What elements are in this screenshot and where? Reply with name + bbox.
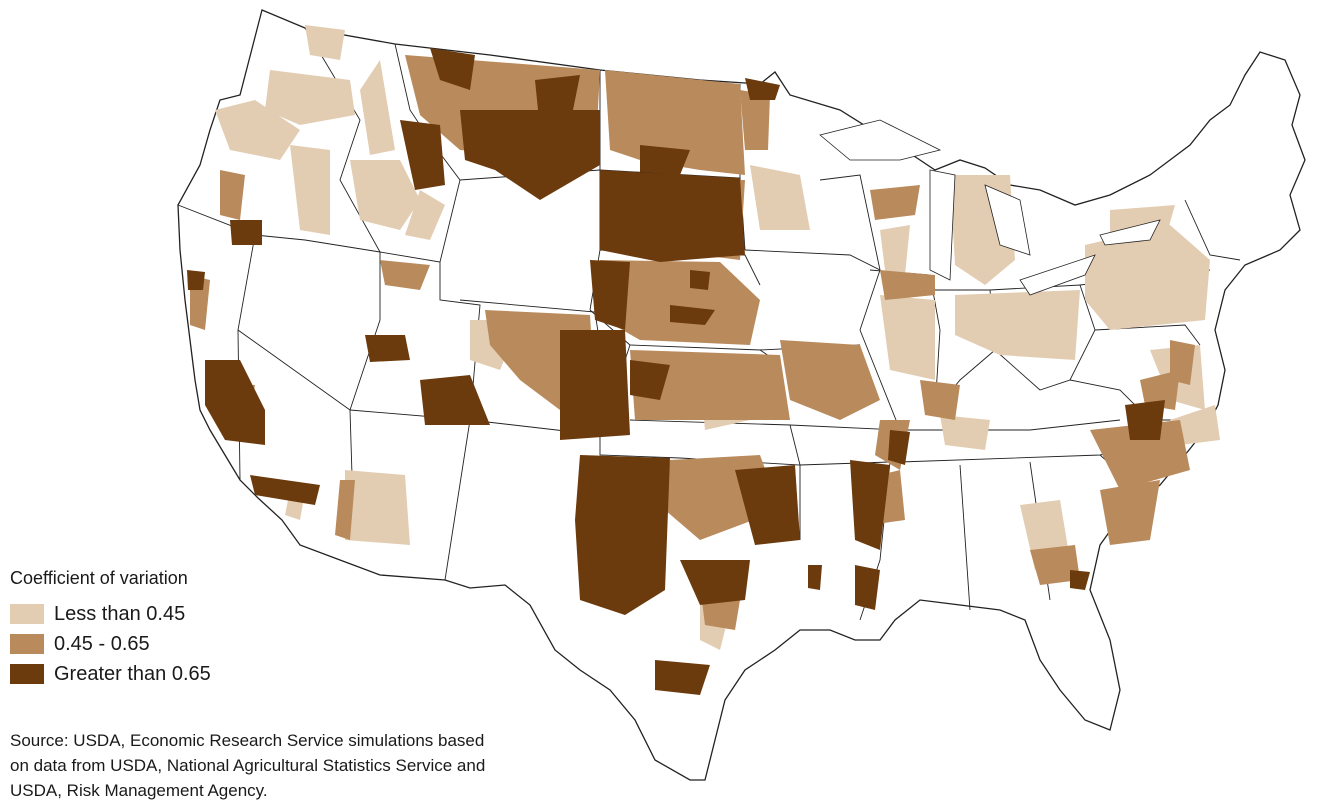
legend-label-high: Greater than 0.65 — [54, 662, 211, 685]
source-note: Source: USDA, Economic Research Service … — [10, 728, 630, 803]
legend-item-low: Less than 0.45 — [10, 599, 211, 629]
great-lakes — [819, 119, 1161, 296]
source-line-1: Source: USDA, Economic Research Service … — [10, 731, 485, 750]
legend-label-low: Less than 0.45 — [54, 602, 186, 625]
map-legend: Coefficient of variation Less than 0.45 … — [10, 568, 211, 689]
legend-swatch-mid — [10, 634, 44, 654]
legend-title: Coefficient of variation — [10, 568, 188, 588]
county-shading — [187, 25, 1220, 695]
legend-item-high: Greater than 0.65 — [10, 659, 211, 689]
legend-swatch-high — [10, 664, 44, 684]
legend-label-mid: 0.45 - 0.65 — [54, 632, 150, 655]
legend-item-mid: 0.45 - 0.65 — [10, 629, 211, 659]
legend-swatch-low — [10, 604, 44, 624]
source-line-3: USDA, Risk Management Agency. — [10, 781, 268, 800]
source-line-2: on data from USDA, National Agricultural… — [10, 756, 486, 775]
